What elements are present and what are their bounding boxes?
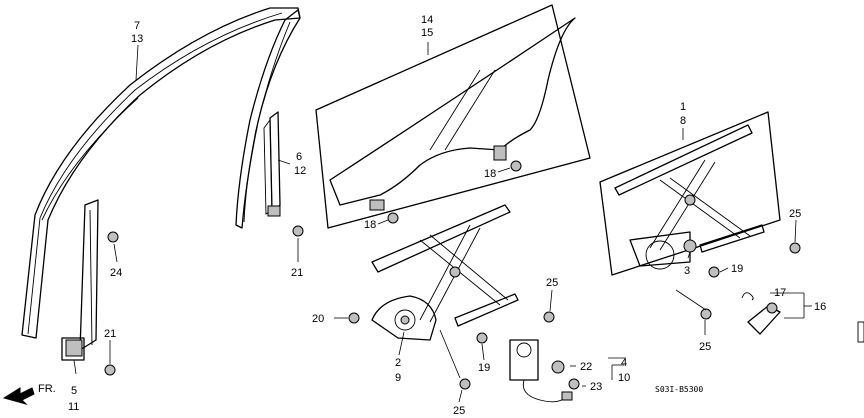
front-direction-arrow: FR. bbox=[2, 383, 56, 405]
callout-2: 2 bbox=[395, 357, 401, 369]
callout-6: 6 bbox=[296, 151, 302, 163]
callout-11: 11 bbox=[68, 401, 79, 413]
callout-8: 8 bbox=[680, 115, 686, 127]
center-pillar-channel bbox=[235, 9, 301, 229]
callout-10: 10 bbox=[618, 372, 630, 384]
window-regulator bbox=[371, 204, 519, 341]
regulator-box bbox=[599, 111, 781, 276]
callout-9: 9 bbox=[395, 372, 401, 384]
callout-3: 3 bbox=[684, 265, 690, 277]
roller-guide bbox=[741, 292, 781, 335]
edge-fragment bbox=[857, 321, 864, 343]
fastener-bolts bbox=[104, 160, 801, 390]
callout-25-d: 25 bbox=[789, 208, 801, 220]
callout-7: 7 bbox=[134, 20, 140, 32]
callout-22: 22 bbox=[580, 361, 592, 373]
callout-19-b: 19 bbox=[731, 263, 743, 275]
callout-labels: 7 13 14 15 1 8 6 12 18 18 24 21 21 20 2 … bbox=[68, 14, 826, 417]
callout-19-a: 19 bbox=[478, 362, 490, 374]
callout-17: 17 bbox=[774, 287, 786, 299]
callout-21-b: 21 bbox=[104, 328, 116, 340]
callout-18-b: 18 bbox=[484, 168, 496, 180]
front-direction-label: FR. bbox=[38, 383, 56, 395]
callout-14: 14 bbox=[421, 14, 433, 26]
callout-20: 20 bbox=[312, 313, 324, 325]
callout-12: 12 bbox=[294, 165, 306, 177]
door-glass-box bbox=[315, 4, 591, 229]
callout-4: 4 bbox=[621, 357, 627, 369]
lower-front-channel bbox=[61, 199, 99, 361]
callout-15: 15 bbox=[421, 27, 433, 39]
callout-1: 1 bbox=[680, 101, 686, 113]
callout-23: 23 bbox=[590, 381, 602, 393]
callout-5: 5 bbox=[71, 385, 77, 397]
callout-13: 13 bbox=[131, 33, 143, 45]
callout-24: 24 bbox=[110, 267, 122, 279]
leader-lines bbox=[73, 42, 812, 403]
regulator-motor bbox=[509, 339, 573, 403]
callout-25-c: 25 bbox=[699, 341, 711, 353]
callout-25-b: 25 bbox=[546, 277, 558, 289]
callout-18-a: 18 bbox=[364, 219, 376, 231]
callout-21-a: 21 bbox=[291, 267, 303, 279]
run-channel-rear bbox=[263, 111, 281, 217]
diagram-code: S03I-B5300 bbox=[655, 385, 703, 394]
callout-16: 16 bbox=[814, 301, 826, 313]
door-sash-channel bbox=[21, 7, 301, 339]
callout-25-a: 25 bbox=[453, 405, 465, 417]
